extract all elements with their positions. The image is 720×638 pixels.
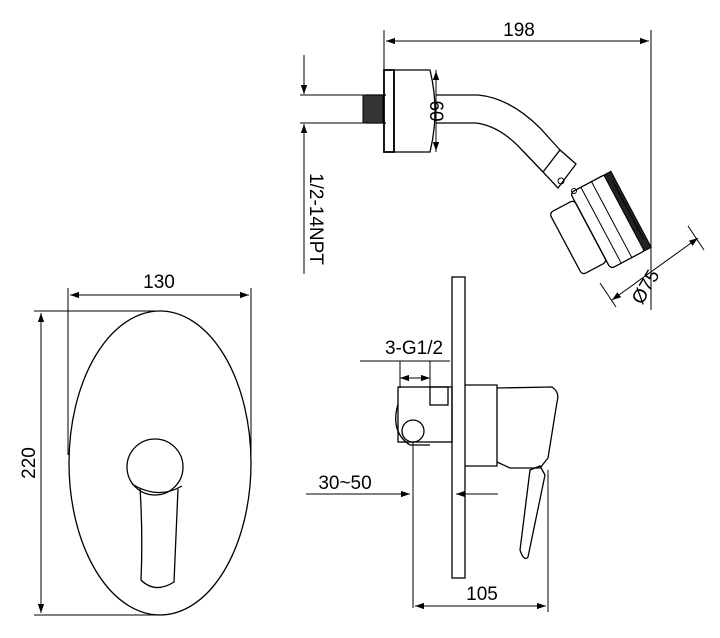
plate-width-dimension: 130 [67, 272, 252, 455]
flange-height-label: 60 [425, 100, 446, 121]
arm-length-dimension: 198 [383, 20, 652, 310]
shower-arm-view: Ø75 [300, 69, 705, 308]
depth-range-dimension: 30~50 [306, 442, 498, 608]
connection-label: 3-G1/2 [385, 338, 443, 359]
arm-length-label: 198 [503, 20, 535, 41]
projection-label: 105 [466, 584, 498, 605]
head-diameter-label: Ø75 [628, 266, 664, 308]
plate-width-label: 130 [143, 272, 175, 293]
projection-dimension: 105 [415, 470, 549, 612]
connection-dimension: 3-G1/2 [360, 338, 450, 388]
thread-label: 1/2-14NPT [305, 173, 326, 265]
plate-height-label: 220 [19, 447, 40, 479]
plate-height-dimension: 220 [19, 310, 158, 616]
depth-range-label: 30~50 [318, 473, 371, 494]
valve-side-view [395, 276, 559, 579]
trim-plate-view [68, 310, 252, 616]
thread-dimension: 1/2-14NPT [300, 55, 326, 274]
flange-height-dimension: 60 [425, 71, 446, 151]
